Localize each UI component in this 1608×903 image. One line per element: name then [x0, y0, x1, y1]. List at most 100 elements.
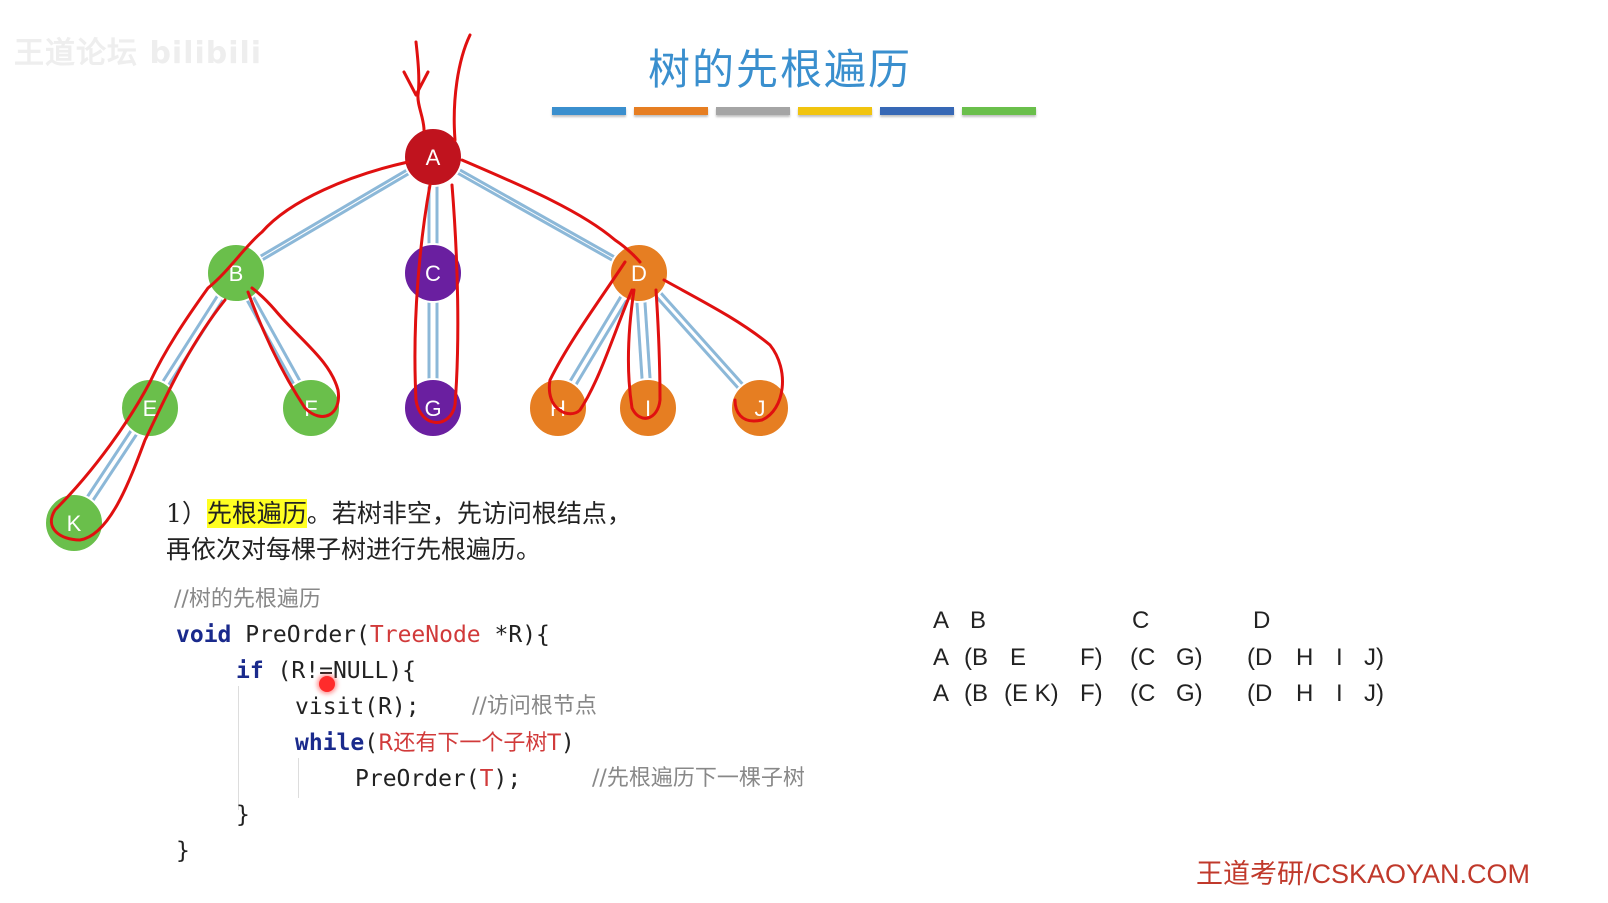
tree-node-D: D [609, 243, 669, 303]
edge-A-B [231, 155, 430, 275]
node-label-A: A [426, 145, 441, 170]
seq-token: D [1253, 607, 1271, 634]
edge-A-D [436, 155, 644, 275]
seq-token: I [1336, 644, 1343, 671]
node-label-G: G [424, 396, 441, 421]
seq-token: G) [1176, 644, 1203, 671]
code-line-visit: visit(R); [295, 689, 420, 725]
color-bar-segment-4 [798, 107, 872, 115]
code-while-close: ) [560, 730, 575, 756]
description-rest: 。若树非空，先访问根结点， [306, 499, 632, 528]
node-circle-I [618, 378, 678, 438]
node-label-K: K [67, 511, 82, 536]
code-keyword-while: while [295, 730, 365, 756]
seq-token: J) [1364, 680, 1384, 707]
annotation-path-d-j [662, 278, 784, 423]
code-keyword-void: void [176, 622, 232, 648]
node-circle-A [403, 127, 463, 187]
code-line-recursive-call: PreOrder(T); [355, 761, 521, 797]
color-bar-segment-5 [880, 107, 954, 115]
color-bar-segment-1 [552, 107, 626, 115]
code-fn-name: PreOrder( [231, 622, 370, 648]
seq-token: A [933, 607, 950, 634]
edge-A-D [428, 155, 636, 275]
indent-guide-2 [298, 758, 299, 798]
tree-node-J: J [730, 378, 790, 438]
code-call-end: ); [493, 766, 522, 792]
description-highlight: 先根遍历 [206, 499, 307, 528]
seq-token: F) [1080, 644, 1103, 671]
traversal-annotation [49, 33, 784, 542]
annotation-entry-arrow [402, 40, 430, 132]
traversal-description: 1）先根遍历。若树非空，先访问根结点， 再依次对每棵子树进行先根遍历。 [166, 496, 632, 568]
code-line-decl: void PreOrder(TreeNode *R){ [176, 617, 550, 653]
edge-A-B [239, 155, 438, 275]
seq-token: A [933, 644, 950, 671]
annotation-path-d-i [626, 288, 662, 420]
code-comment-title: //树的先根遍历 [174, 587, 321, 612]
cursor-pointer-dot [319, 676, 335, 692]
description-line-2: 再依次对每棵子树进行先根遍历。 [166, 535, 542, 564]
code-brace-outer: } [176, 838, 190, 864]
seq-token: (D [1247, 680, 1273, 707]
code-visit-call: visit(R); [295, 694, 420, 720]
title-color-bar [552, 107, 1036, 115]
seq-token: A [933, 680, 950, 707]
description-line-1: 1）先根遍历。若树非空，先访问根结点， [166, 496, 632, 532]
seq-token: (C [1130, 644, 1156, 671]
tree-node-C: C [403, 243, 463, 303]
node-circle-D [609, 243, 669, 303]
tree-node-K: K [44, 493, 104, 553]
tree-node-G: G [403, 378, 463, 438]
code-comment-visit: //访问根节点 [472, 694, 597, 719]
node-circle-J [730, 378, 790, 438]
node-label-J: J [755, 396, 766, 421]
tree-node-A: A [403, 127, 463, 187]
annotation-path-a-d [460, 158, 642, 264]
code-brace-inner: } [236, 802, 250, 828]
description-prefix: 1） [166, 499, 207, 528]
code-decl-rest: *R){ [480, 622, 550, 648]
node-label-D: D [631, 261, 647, 286]
seq-token: (D [1247, 644, 1273, 671]
code-call-arg: T [479, 766, 494, 792]
seq-token: B [970, 607, 987, 634]
seq-token: (E K) [1004, 680, 1059, 707]
node-label-B: B [229, 261, 244, 286]
tree-node-I: I [618, 378, 678, 438]
code-type-treenode: TreeNode [369, 622, 481, 648]
code-comment-call: //先根遍历下一棵子树 [592, 766, 805, 791]
seq-token: E [1010, 644, 1027, 671]
node-circle-G [403, 378, 463, 438]
annotation-path-a-b-e-k [49, 160, 410, 542]
code-while-open: ( [364, 730, 379, 756]
code-line-if: if (R!=NULL){ [236, 653, 416, 689]
code-while-condition: R还有下一个子树T [378, 731, 561, 756]
seq-token: H [1296, 644, 1314, 671]
watermark-logo: 王道论坛 bilibili [14, 36, 263, 71]
annotation-path-b-f [246, 286, 340, 418]
code-if-condition: (R!=NULL){ [263, 658, 417, 684]
tree-node-B: B [206, 243, 266, 303]
seq-token: G) [1176, 680, 1203, 707]
color-bar-segment-3 [716, 107, 790, 115]
slide-title: 树的先根遍历 [647, 45, 912, 94]
seq-token: F) [1080, 680, 1103, 707]
seq-token: (B [964, 680, 988, 707]
seq-token: I [1336, 680, 1343, 707]
node-label-E: E [143, 396, 158, 421]
footer-brand: 王道考研/CSKAOYAN.COM [1196, 859, 1531, 889]
seq-token: (C [1130, 680, 1156, 707]
seq-token: J) [1364, 644, 1384, 671]
annotation-path-a-c-g [413, 183, 460, 424]
code-keyword-if: if [236, 658, 264, 684]
code-call-name: PreOrder( [355, 766, 480, 792]
node-label-C: C [425, 261, 441, 286]
indent-guide-1 [238, 686, 239, 810]
seq-token: H [1296, 680, 1314, 707]
annotation-path-d-h [547, 260, 634, 416]
color-bar-segment-2 [634, 107, 708, 115]
node-circle-B [206, 243, 266, 303]
